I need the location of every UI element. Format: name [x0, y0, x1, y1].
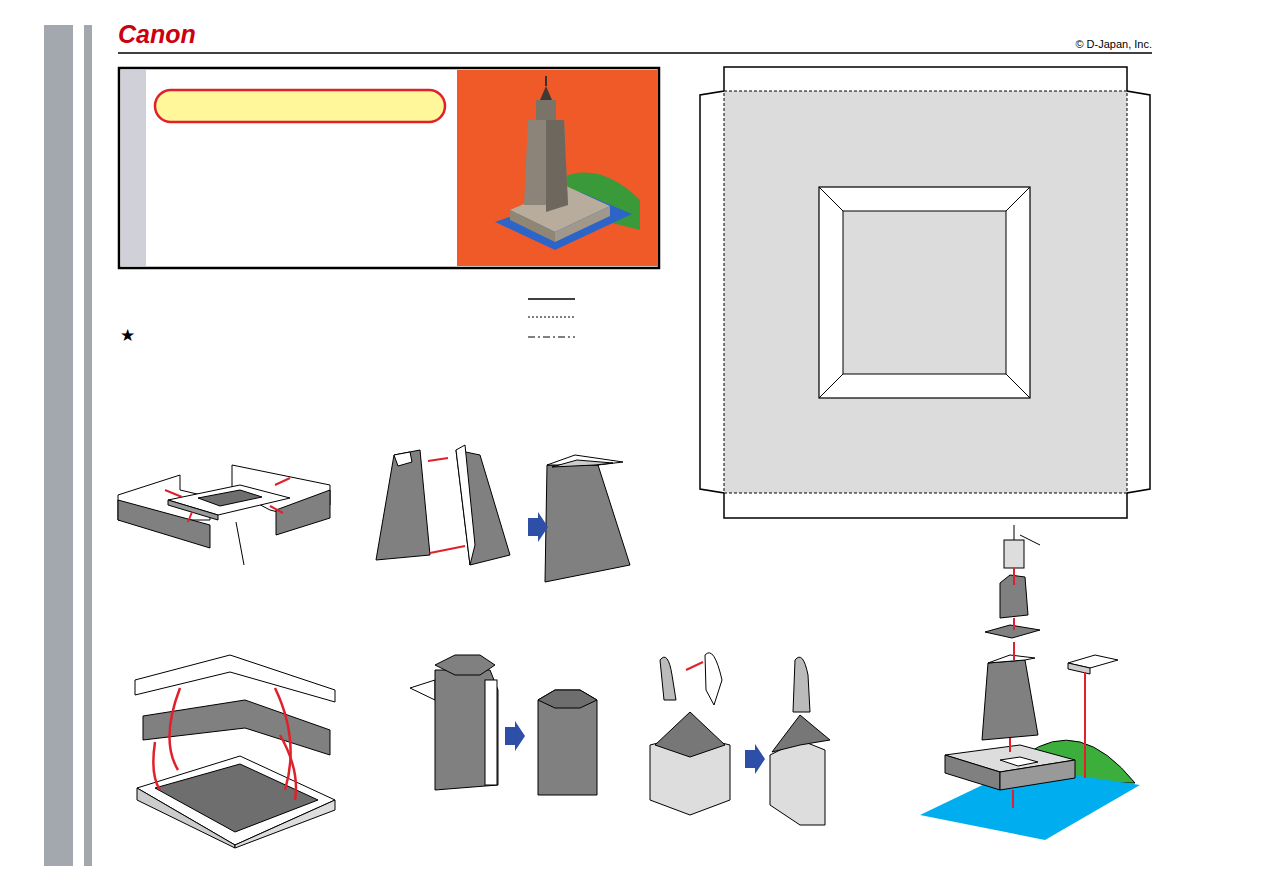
- copyright-note: © D-Japan, Inc.: [1075, 38, 1152, 50]
- star-symbol: ★: [120, 325, 135, 346]
- brand-logo: Canon: [118, 20, 196, 49]
